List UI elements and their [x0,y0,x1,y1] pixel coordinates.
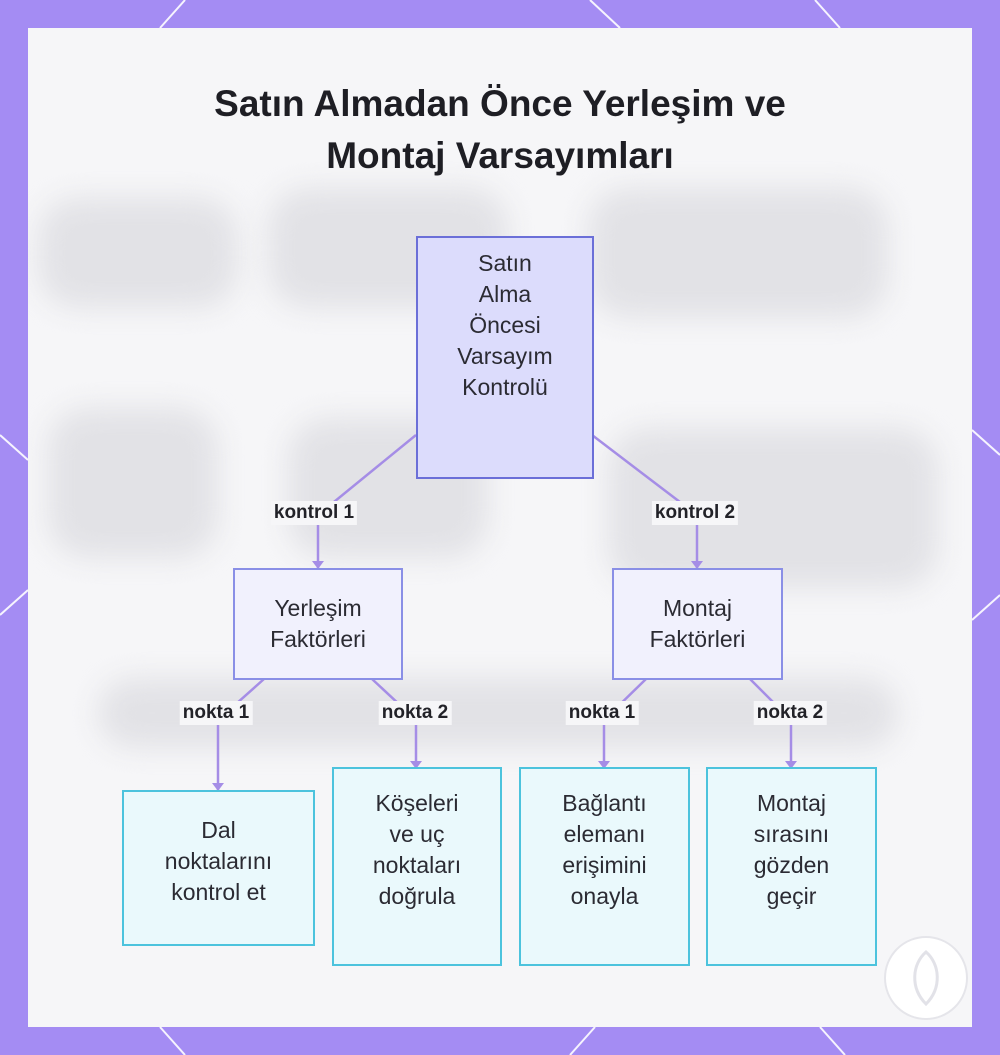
node-leaf-fastener-access: Bağlantı elemanı erişimini onayla [519,767,690,966]
edge-label-nokta-2-left: nokta 2 [378,701,452,725]
node-assembly-line: Montaj [662,595,733,621]
node-root-line: Kontrolü [462,374,548,400]
background-blur [48,408,218,558]
node-leaf1-line: noktalarını [164,847,273,874]
node-root-line: Öncesi [469,312,541,338]
node-leaf-assembly-order: Montaj sırasını gözden geçir [706,767,877,966]
node-leaf-corners: Köşeleri ve uç noktaları doğrula [332,767,502,966]
node-placement-line: Faktörleri [270,626,366,652]
node-leaf1-line: Dal [201,816,236,843]
diagram-card: Satın Almadan Önce Yerleşim ve Montaj Va… [28,28,972,1027]
node-assembly-line: Faktörleri [649,626,746,652]
leaf-logo-icon [913,950,939,1007]
node-leaf3-line: elemanı [563,820,646,847]
edge-label-nokta-1-left: nokta 1 [179,701,253,725]
edge-label-nokta-2-right: nokta 2 [753,701,827,725]
edge-label-kontrol-2: kontrol 2 [651,501,739,525]
node-leaf4-line: sırasını [753,820,830,847]
node-root: Satın Alma Öncesi Varsayım Kontrolü [416,236,594,479]
node-leaf2-line: ve uç [389,820,445,847]
logo-badge [884,936,968,1020]
background-blur [38,198,238,308]
edge-label-kontrol-1: kontrol 1 [270,501,358,525]
node-leaf4-line: geçir [766,882,817,909]
node-leaf2-line: noktaları [372,851,462,878]
node-placement-line: Yerleşim [274,595,362,621]
diagram-title: Satın Almadan Önce Yerleşim ve Montaj Va… [28,78,972,182]
node-root-line: Satın [478,250,532,276]
node-leaf3-line: erişimini [562,851,647,878]
title-line-2: Montaj Varsayımları [326,135,674,176]
node-leaf2-line: Köşeleri [375,789,459,816]
node-placement-factors: Yerleşim Faktörleri [233,568,403,680]
node-leaf3-line: onayla [570,882,639,909]
node-root-line: Varsayım [457,343,553,369]
node-leaf2-line: doğrula [378,882,456,909]
node-leaf4-line: Montaj [756,789,827,816]
node-assembly-factors: Montaj Faktörleri [612,568,783,680]
edge-label-nokta-1-right: nokta 1 [565,701,639,725]
node-leaf4-line: gözden [753,851,830,878]
node-leaf1-line: kontrol et [171,878,266,905]
node-leaf-branch-points: Dal noktalarını kontrol et [122,790,315,946]
node-root-line: Alma [478,281,532,307]
edge-placement-leaf1 [216,678,265,790]
node-leaf3-line: Bağlantı [562,789,647,816]
background-blur [588,188,888,318]
title-line-1: Satın Almadan Önce Yerleşim ve [214,83,786,124]
